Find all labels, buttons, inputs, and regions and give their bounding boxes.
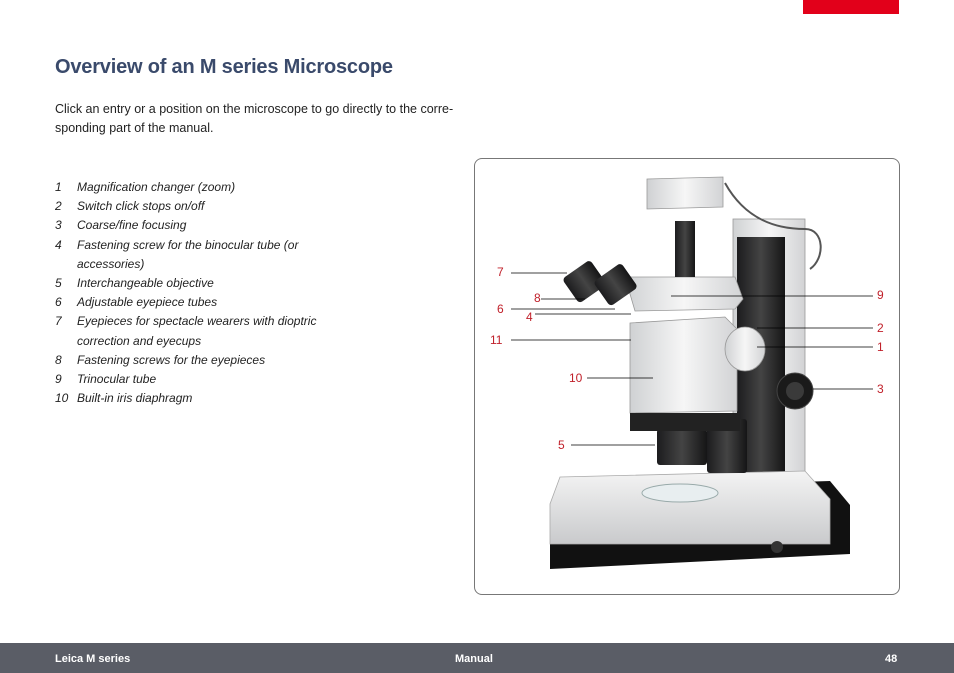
leader-lines xyxy=(511,272,873,446)
callout-3[interactable]: 3 xyxy=(877,382,884,396)
callout-9[interactable]: 9 xyxy=(877,288,884,302)
callout-4[interactable]: 4 xyxy=(526,310,533,324)
footer-doc-type: Manual xyxy=(455,653,493,665)
callout-6[interactable]: 6 xyxy=(497,302,504,316)
eyepiece-left xyxy=(563,261,606,303)
zoom-knob xyxy=(724,326,766,372)
microscope-figure[interactable]: 7 6 8 4 11 10 5 9 2 1 3 xyxy=(474,158,900,595)
camera xyxy=(646,176,724,210)
trinocular-tube xyxy=(624,276,744,312)
base-knob xyxy=(771,541,783,553)
callout-2[interactable]: 2 xyxy=(877,321,884,335)
footer-page-number: 48 xyxy=(885,653,898,665)
callout-10[interactable]: 10 xyxy=(569,371,583,385)
microscope-illustration xyxy=(511,176,873,569)
camera-cable xyxy=(724,182,822,270)
camera-adapter xyxy=(675,221,695,277)
section-tab xyxy=(803,0,899,14)
page-footer: Leica M series Manual 48 xyxy=(0,643,954,673)
objective xyxy=(657,429,707,465)
footer-product: Leica M series xyxy=(55,653,131,665)
callout-1[interactable]: 1 xyxy=(877,340,884,354)
eyepiece-right xyxy=(594,264,637,306)
intro-text: Click an entry or a position on the micr… xyxy=(55,102,454,135)
callout-8[interactable]: 8 xyxy=(534,291,541,305)
callout-7[interactable]: 7 xyxy=(497,265,504,279)
petri-dish xyxy=(641,483,719,503)
page-title: Overview of an M series Microscope xyxy=(55,56,393,78)
stage-base xyxy=(549,470,831,545)
zoom-body xyxy=(629,316,738,414)
callout-11[interactable]: 11 xyxy=(490,333,503,347)
callout-5[interactable]: 5 xyxy=(558,438,565,452)
